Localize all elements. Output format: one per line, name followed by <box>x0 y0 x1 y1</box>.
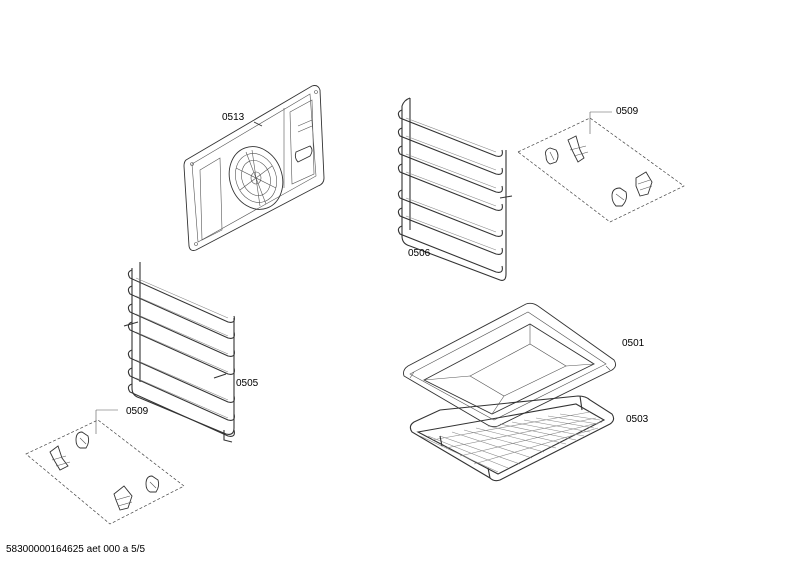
left-rack <box>123 262 235 443</box>
clips-right <box>517 111 685 223</box>
part-label-fan-panel: 0513 <box>222 112 245 123</box>
part-label-tray: 0501 <box>622 338 645 349</box>
part-label-clips-left: 0509 <box>126 406 149 417</box>
clips-left <box>25 409 185 525</box>
grid-rack <box>409 395 615 482</box>
right-rack <box>397 97 513 281</box>
part-label-clips-right: 0509 <box>616 106 639 117</box>
fan-panel <box>183 85 325 251</box>
part-label-grid-rack: 0503 <box>626 414 649 425</box>
document-footer: 58300000164625 aet 000 a 5/5 <box>6 544 146 555</box>
tray <box>403 302 617 428</box>
part-label-right-rack: 0506 <box>408 248 431 259</box>
part-label-left-rack: 0505 <box>236 378 259 389</box>
